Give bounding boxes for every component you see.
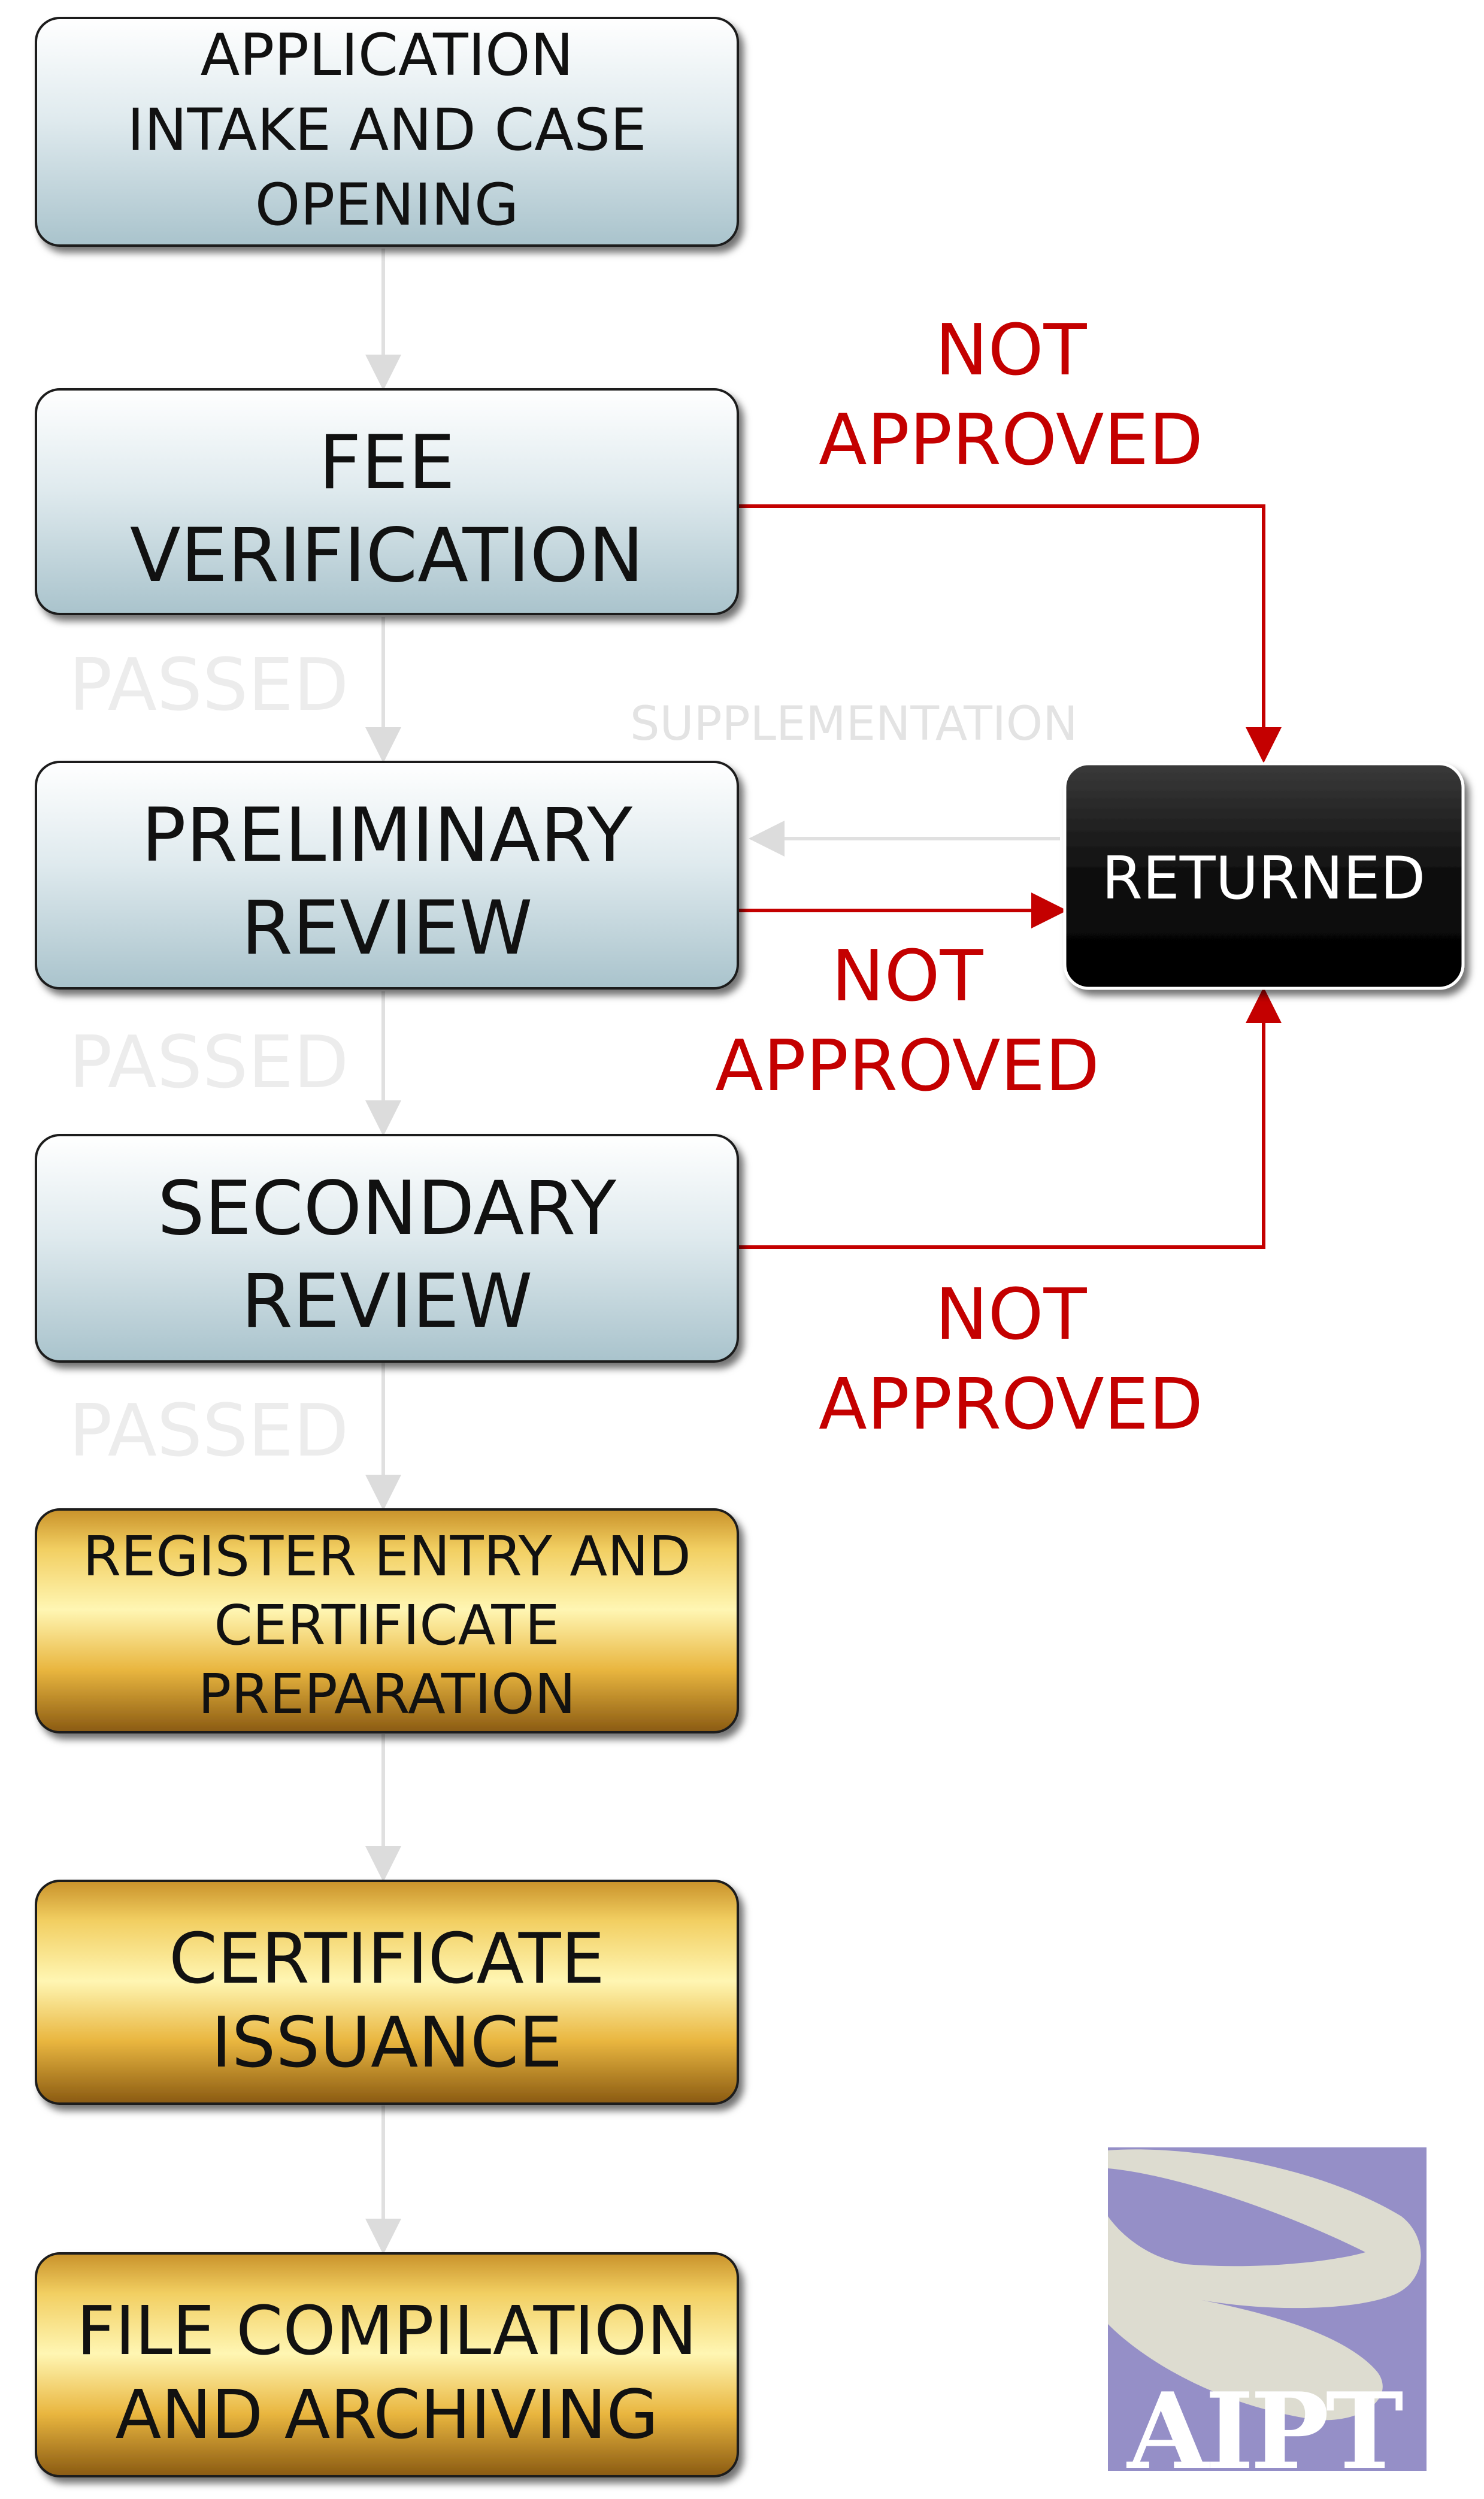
step-application-intake: APPLICATION INTAKE AND CASE OPENING bbox=[35, 17, 739, 247]
fee-label-line1: FEE bbox=[319, 420, 455, 506]
aipt-logo-text: AIPT bbox=[1126, 2370, 1403, 2493]
archive-label-line1: FILE COMPILATION bbox=[77, 2292, 697, 2370]
intake-label-line2: INTAKE AND CASE bbox=[127, 96, 646, 164]
connector-fee-returned bbox=[738, 504, 1282, 763]
supplementation-label: SUPPLEMENTATION bbox=[630, 697, 1078, 751]
not-approved-preliminary-line1: NOT bbox=[831, 934, 983, 1017]
step-preliminary-review: PRELIMINARY REVIEW bbox=[35, 761, 739, 990]
passed-label-2: PASSED bbox=[69, 1021, 349, 1105]
not-approved-secondary-line1: NOT bbox=[935, 1273, 1087, 1356]
not-approved-preliminary-line2: APPROVED bbox=[715, 1024, 1100, 1107]
aipt-logo: AIPT bbox=[1108, 2147, 1427, 2493]
preliminary-label-line1: PRELIMINARY bbox=[141, 792, 632, 879]
main-flow-connectors bbox=[365, 249, 1060, 2255]
register-label-line2: CERTIFICATE bbox=[214, 1593, 559, 1657]
secondary-label-line1: SECONDARY bbox=[158, 1166, 616, 1252]
archive-label-line2: AND ARCHIVING bbox=[116, 2376, 659, 2454]
intake-label-line3: OPENING bbox=[255, 171, 519, 238]
passed-label-3: PASSED bbox=[69, 1390, 349, 1473]
fee-label-line2: VERIFICATION bbox=[130, 513, 644, 599]
step-register-entry: REGISTER ENTRY AND CERTIFICATE PREPARATI… bbox=[35, 1508, 739, 1733]
register-label-line3: PREPARATION bbox=[198, 1662, 576, 1726]
register-label-line1: REGISTER ENTRY AND bbox=[83, 1524, 691, 1589]
not-approved-fee-line1: NOT bbox=[935, 308, 1087, 391]
not-approved-secondary-line2: APPROVED bbox=[819, 1363, 1203, 1445]
passed-label-1: PASSED bbox=[69, 644, 349, 727]
step-secondary-review: SECONDARY REVIEW bbox=[35, 1134, 739, 1363]
step-certificate-issuance: CERTIFICATE ISSUANCE bbox=[35, 1880, 739, 2105]
step-fee-verification: FEE VERIFICATION bbox=[35, 388, 739, 615]
issuance-label-line2: ISSUANCE bbox=[211, 2002, 563, 2083]
rejection-connectors bbox=[738, 504, 1282, 1249]
issuance-label-line1: CERTIFICATE bbox=[169, 1919, 605, 1999]
secondary-label-line2: REVIEW bbox=[241, 1258, 533, 1345]
returned-box: RETURNED bbox=[1063, 762, 1465, 990]
intake-label-line1: APPLICATION bbox=[201, 22, 574, 89]
connector-secondary-returned bbox=[738, 987, 1282, 1249]
step-file-archiving: FILE COMPILATION AND ARCHIVING bbox=[35, 2252, 739, 2477]
not-approved-fee-line2: APPROVED bbox=[819, 398, 1203, 481]
returned-label: RETURNED bbox=[1102, 845, 1425, 913]
preliminary-label-line2: REVIEW bbox=[241, 885, 533, 972]
